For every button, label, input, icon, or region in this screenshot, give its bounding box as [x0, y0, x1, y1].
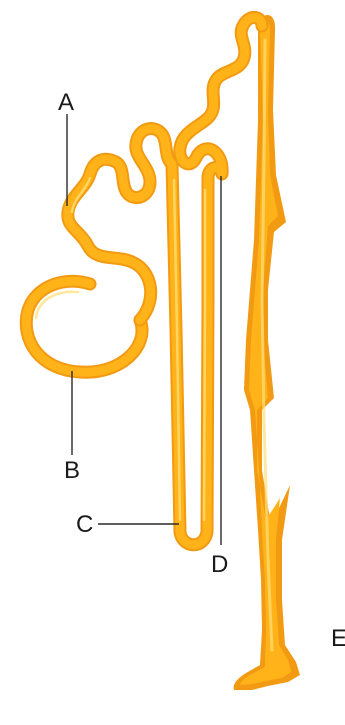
- label-c: C: [76, 511, 93, 538]
- label-b: B: [64, 457, 80, 484]
- tubule-highlight-2: [204, 190, 205, 520]
- nephron-tubule: [68, 17, 262, 544]
- tubule-body: [68, 17, 262, 544]
- collecting-duct: [234, 15, 300, 690]
- label-d: D: [211, 551, 228, 578]
- label-a: A: [58, 89, 74, 116]
- glomerular-capsule: [26, 281, 142, 372]
- capsule-wall: [26, 281, 142, 372]
- label-e: E: [331, 625, 345, 652]
- tubule-outline: [68, 17, 262, 544]
